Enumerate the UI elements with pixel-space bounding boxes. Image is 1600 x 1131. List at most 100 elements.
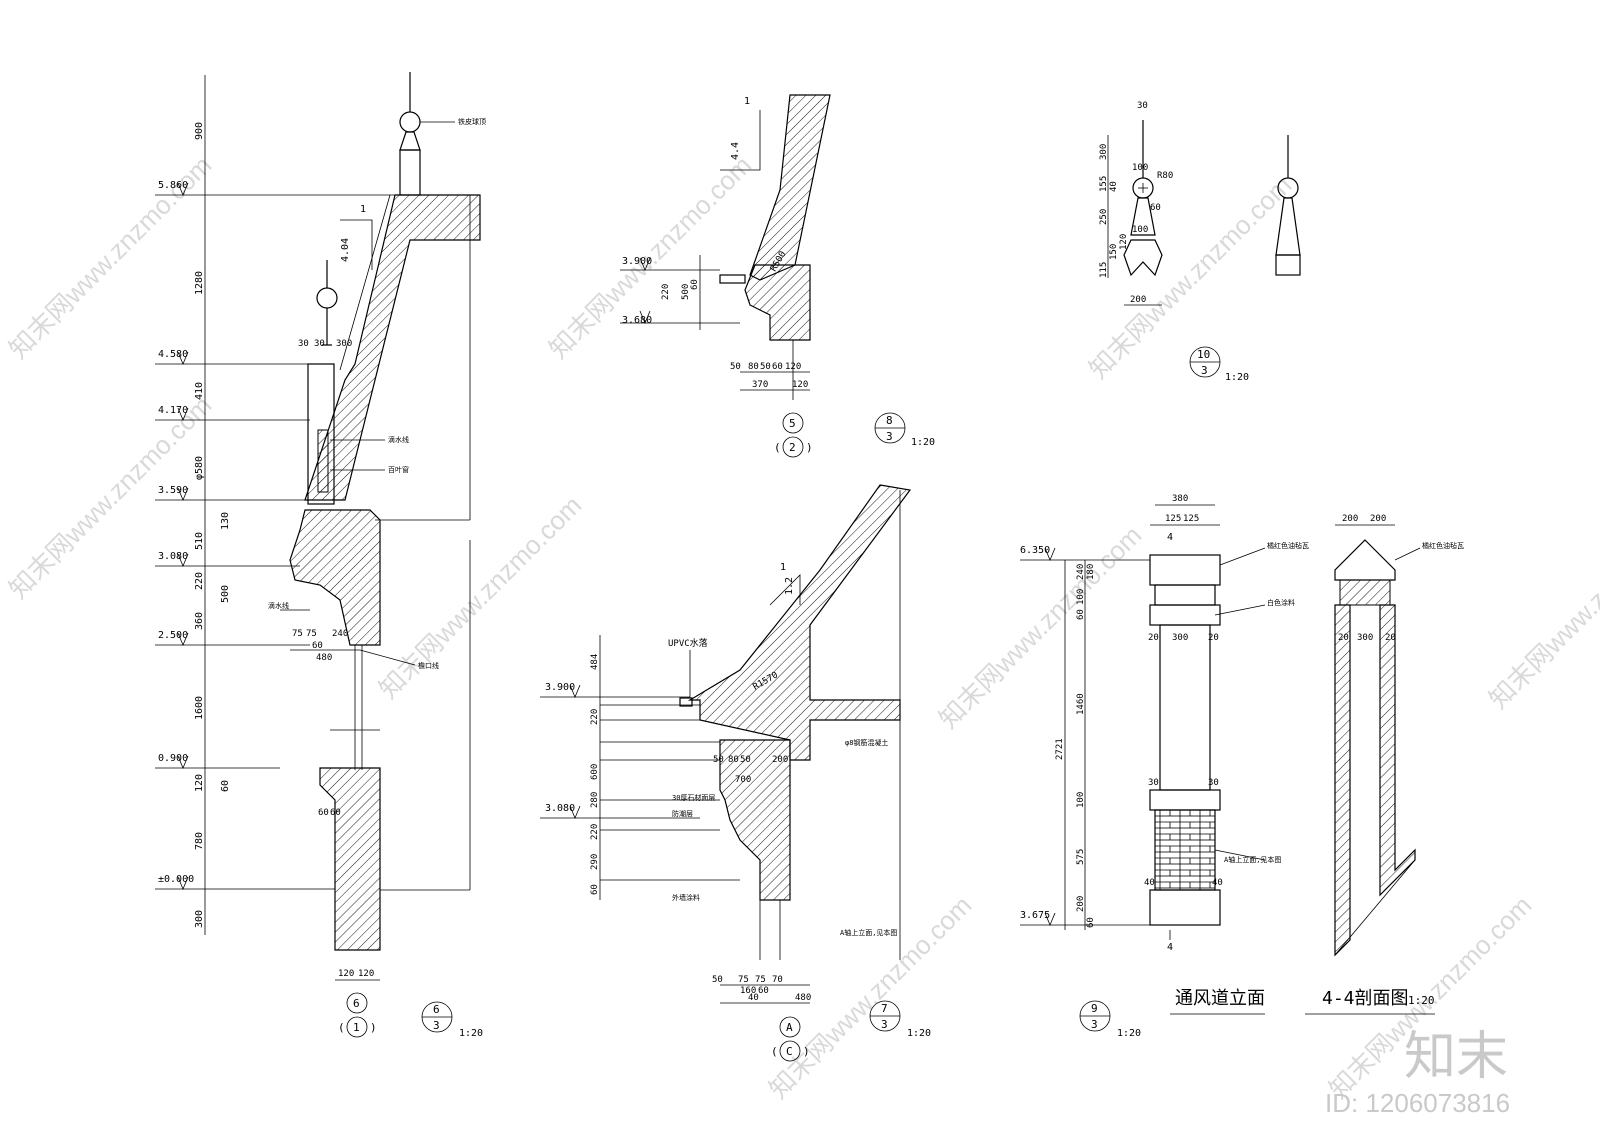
dim-text: 180	[1086, 564, 1096, 580]
elevation-label: 5.860	[158, 180, 188, 191]
finial: 铁皮球顶	[399, 72, 486, 196]
dim-text: 75	[292, 629, 303, 639]
dim-text: 360	[194, 612, 205, 630]
dim-text: 200	[1342, 514, 1358, 524]
dim-text: 1280	[194, 271, 205, 295]
detail-number: 7	[881, 1002, 888, 1015]
axis-label: 5	[789, 417, 796, 430]
dim-text: 200	[1130, 295, 1146, 305]
dim-text: φ580	[194, 456, 205, 480]
detail-sheet: 3	[881, 1018, 888, 1031]
note-label: 外墙涂料	[672, 893, 700, 902]
cornice	[289, 509, 381, 646]
dim-text: 100	[1132, 225, 1148, 235]
dim-text: 80	[728, 755, 739, 765]
watermark-text: 知末网www.znzmo.com	[3, 390, 217, 604]
leader-lines	[600, 704, 740, 881]
dim-text: 120	[194, 774, 205, 792]
elevation-label: ±0.000	[158, 874, 194, 885]
dim-text: 30	[1137, 101, 1148, 111]
detail-sheet: 3	[1201, 364, 1208, 377]
slope-label: 4.4	[730, 142, 741, 160]
note-label: φ8钢筋混凝土	[845, 738, 888, 747]
dim-text: 290	[590, 854, 600, 870]
dim-text: 240	[1076, 564, 1086, 580]
dim-text: 240	[332, 629, 348, 639]
dim-text: 500	[220, 585, 231, 603]
note-label: 橘红色油毡瓦	[1267, 541, 1309, 550]
dim-text: 780	[194, 832, 205, 850]
scale-label: 1:20	[1225, 372, 1249, 383]
dim-text: 120	[792, 380, 808, 390]
dim-text: 60	[330, 808, 341, 818]
note-label: 30厚石材面层	[672, 793, 715, 802]
dim-text: 200	[1370, 514, 1386, 524]
dim-text: 50	[713, 755, 724, 765]
dim-text: 30	[1148, 778, 1159, 788]
scale-label: 1:20	[1408, 994, 1435, 1007]
slope-label: 1	[360, 204, 366, 215]
note-label: A轴上立面,见本图	[840, 928, 897, 937]
watermark-text: 知末网www.znzmo.com	[373, 490, 587, 704]
watermark-text: 知末网www.znzmo.com	[1483, 500, 1600, 714]
dim-text: 155	[1099, 176, 1109, 192]
svg-text:): )	[370, 1021, 377, 1034]
dim-text: 40	[748, 993, 759, 1003]
note-label: 橘红色油毡瓦	[1422, 541, 1464, 550]
svg-text:): )	[806, 441, 813, 454]
dim-text: 30	[314, 339, 325, 349]
dim-text: 484	[590, 654, 600, 670]
section-mark: 4	[1167, 532, 1173, 543]
dim-text: 30	[1208, 778, 1219, 788]
detail-number: 9	[1091, 1002, 1098, 1015]
shaft-wall-right	[1379, 604, 1416, 897]
dim-text: 120	[338, 969, 354, 979]
note-label: 百叶窗	[388, 465, 409, 474]
dim-text: 300	[1172, 633, 1188, 643]
detail-6: 5.860 4.580 4.170 3.590 3.080 2.500 0.90…	[155, 72, 486, 1039]
radius-label: R80	[1157, 171, 1173, 181]
scale-label: 1:20	[907, 1028, 931, 1039]
dim-text: 50	[730, 362, 741, 372]
dim-text: 125	[1165, 514, 1181, 524]
detail-number: 6	[433, 1003, 440, 1016]
detail-7: 1 1.2 R1570 UPVC水落 3.900 3.080 484 220 6…	[540, 484, 931, 1062]
dim-text: 75	[738, 975, 749, 985]
note-label: 檐口线	[418, 661, 439, 670]
note-label: 滴水线	[268, 601, 289, 610]
dim-text: 60	[312, 641, 323, 651]
dim-text: 100	[1132, 163, 1148, 173]
dim-text: 115	[1099, 262, 1109, 278]
dim-text: 50	[740, 755, 751, 765]
dim-text: 75	[755, 975, 766, 985]
dim-text: 410	[194, 382, 205, 400]
cornice-dims: 50 80 50 700 200	[713, 755, 788, 785]
dim-text: 700	[735, 775, 751, 785]
elevation-label: 3.680	[622, 315, 652, 326]
vertical-dimensions: 900 1280 410 φ580 510 130 220 500 360 16…	[194, 122, 231, 928]
dim-text: 500	[681, 284, 691, 300]
note-label: 白色涂料	[1267, 598, 1295, 607]
elevation-label: 4.580	[158, 349, 188, 360]
note-label: 防潮层	[672, 809, 693, 818]
dim-text: 1460	[1076, 693, 1086, 715]
curved-eave	[687, 484, 912, 761]
elevation-label: 0.900	[158, 753, 188, 764]
dim-text: 40	[1109, 181, 1119, 192]
detail-sheet: 3	[1091, 1018, 1098, 1031]
dim-text: 80	[748, 362, 759, 372]
dim-text: 60	[318, 808, 329, 818]
dim-text: 20	[1148, 633, 1159, 643]
dim-text: 1600	[194, 696, 205, 720]
elevation-label: 3.675	[1020, 910, 1050, 921]
brick-base	[1154, 809, 1216, 891]
shaft-wall-left	[1334, 604, 1351, 957]
dim-text: 50	[760, 362, 771, 372]
louver-block	[1339, 579, 1391, 606]
slope-label: 1	[780, 562, 786, 573]
slope-label: 4.04	[340, 238, 351, 262]
elevation-label: 3.080	[545, 803, 575, 814]
dim-text: 60	[1076, 609, 1086, 620]
dim-text: 220	[590, 709, 600, 725]
slope-label: 1	[744, 96, 750, 107]
